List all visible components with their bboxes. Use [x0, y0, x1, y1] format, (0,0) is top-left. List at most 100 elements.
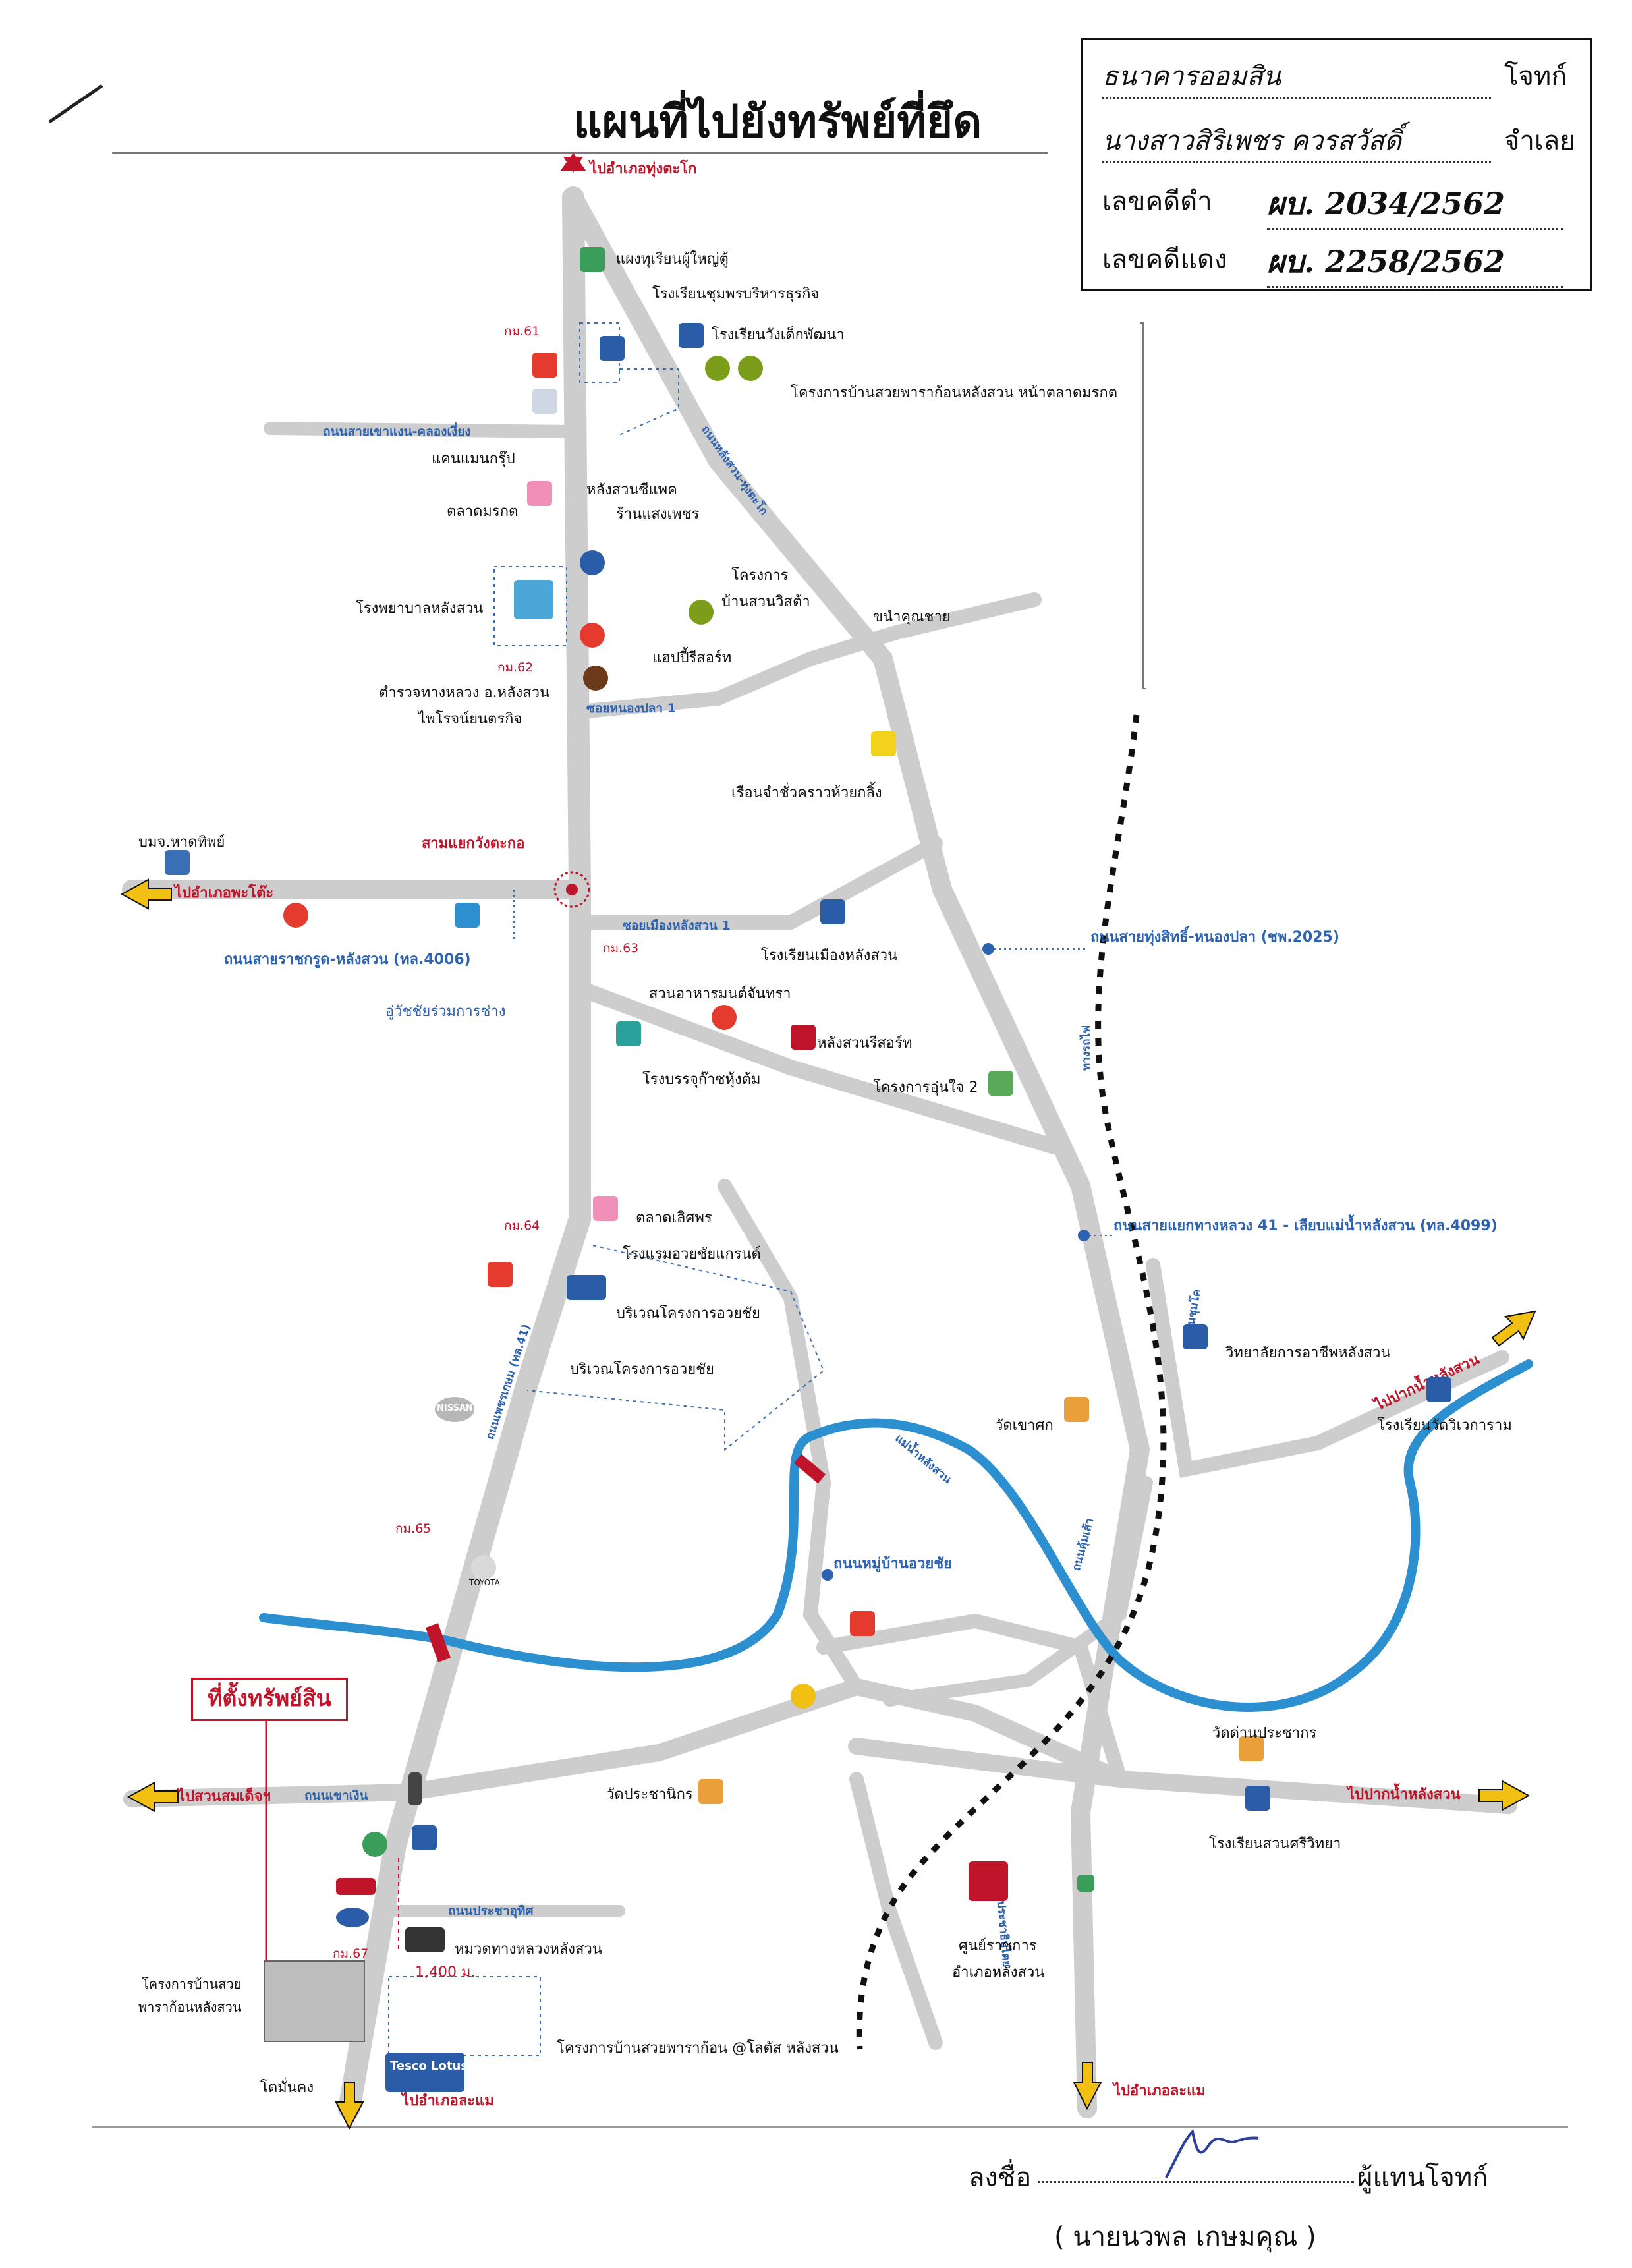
area-hospital — [493, 566, 567, 646]
defendant-label: จำเลย — [1504, 126, 1575, 156]
label-p22: โรงบรรจุก๊าซหุ้งต้ม — [642, 1071, 761, 1088]
road-label-r3: สามแยกวังตะกอ — [422, 836, 525, 852]
traffic-light-icon — [408, 1772, 422, 1805]
label-p9: โครงการ — [731, 567, 789, 584]
map-title: แผนที่ไปยังทรัพย์ที่ยึด — [573, 96, 982, 148]
arrow-bottom-right — [1073, 2062, 1102, 2111]
resort-icon — [791, 1025, 816, 1050]
project-2-icon — [705, 356, 730, 381]
label-p24: ตลาดเลิศพร — [636, 1210, 712, 1226]
company-icon — [165, 850, 190, 875]
sign-label: ลงชื่อ — [969, 2163, 1032, 2193]
area-lotus-project — [388, 1976, 541, 2056]
red-case-label: เลขคดีแดง — [1102, 244, 1227, 275]
brand-sign-icon — [336, 1878, 376, 1895]
market-icon — [527, 481, 552, 506]
label-p3: โรงเรียนวังเด็กพัฒนา — [712, 327, 845, 343]
arrow-southwest — [127, 1781, 179, 1813]
road-label-r2: ซอยหนองปลา 1 — [586, 701, 676, 716]
direction-west: ไปอำเภอพะโต๊ะ — [175, 885, 274, 901]
project-4-icon — [689, 600, 714, 625]
nissan-icon — [435, 1397, 474, 1422]
arrow-northeast — [1491, 1310, 1536, 1347]
road-label-r4: ถนนสายราชกรูด-หลังสวน (ทล.4006) — [224, 951, 471, 968]
garuda-icon — [969, 1861, 1008, 1901]
black-case-label: เลขคดีดำ — [1102, 186, 1212, 217]
police-icon — [583, 666, 608, 691]
label-p25: โรงแรมอวยชัยแกรนด์ — [623, 1246, 761, 1262]
label-p32: วัดประชานิกร — [606, 1786, 693, 1803]
temple-khaosok-icon — [1064, 1397, 1089, 1422]
tesco-lotus-icon — [385, 2053, 464, 2092]
road-label-r8: ถนนหมู่บ้านอวยชัย — [833, 1556, 953, 1572]
road-khaongoen — [123, 1678, 1129, 1807]
label-p5: แคนแมนกรุ๊ป — [432, 451, 515, 467]
label-p17: บมจ.หาดทิพย์ — [138, 834, 225, 851]
label-p2: โรงเรียนชุมพรบริหารธุรกิจ — [652, 286, 820, 302]
case-info-box: ธนาคารออมสิน โจทก์ นางสาวสิริเพชร ควรสวั… — [1081, 38, 1592, 291]
seven-eleven-icon — [1077, 1875, 1094, 1892]
road-dot-r8 — [822, 1569, 833, 1581]
label-p42: NISSAN — [437, 1403, 473, 1413]
km-67: กม.67 — [333, 1946, 369, 1961]
direction-southwest: ไปสวนสมเด็จฯ — [178, 1788, 271, 1805]
school-4-icon — [1183, 1324, 1208, 1349]
label-p29: วัดเขาศก — [995, 1417, 1054, 1434]
road-label-r10: ถนนประชาอุทิศ — [448, 1904, 534, 1918]
gas-station-icon — [580, 623, 605, 648]
bridge-1 — [426, 1623, 451, 1662]
label-p19: อู่วัชชัยร่วมการช่าง — [385, 1004, 506, 1020]
label-p1: แผงทุเรียนผู้ใหญ่ตู้ — [616, 251, 729, 268]
mitsubishi-icon — [488, 1262, 513, 1287]
bank-icon — [455, 903, 480, 928]
junction-dot — [566, 884, 578, 895]
label-p10: บ้านสวนวิสต้า — [721, 594, 810, 610]
car-dealer-icon — [580, 550, 605, 575]
road-label-r5: ซอยเมืองหลังสวน 1 — [623, 919, 731, 933]
school-icon — [679, 323, 704, 348]
gas-plant-icon — [616, 1021, 641, 1046]
label-p7: ร้านแสงเพชร — [616, 506, 700, 523]
label-p13: แฮปปี้รีสอร์ท — [652, 650, 732, 666]
hotel-icon — [567, 1275, 606, 1300]
temple-prachanikorn-icon — [698, 1779, 723, 1804]
road-ouaychai — [718, 1179, 864, 1694]
label-p41: Tesco Lotus — [390, 2059, 468, 2073]
label-p33: โรงเรียนสวนศรีวิทยา — [1209, 1836, 1341, 1852]
black-case-number: ผบ. 2034/2562 — [1267, 180, 1563, 230]
info-row-black-case: เลขคดีดำ ผบ. 2034/2562 — [1102, 180, 1563, 230]
restaurant-icon — [712, 1005, 737, 1030]
label-p18: โรงเรียนเมืองหลังสวน — [761, 948, 898, 964]
label-p14: ตำรวจทางหลวง อ.หลังสวน — [379, 685, 550, 701]
road-label-r14: ทางรถไฟ — [1080, 1025, 1093, 1071]
km-61: กม.61 — [504, 324, 540, 339]
esso-icon — [336, 1908, 369, 1927]
road-label-r9: ถนนเขาเงิน — [304, 1788, 368, 1803]
hospital-icon — [514, 580, 553, 619]
km-62: กม.62 — [497, 660, 534, 675]
road-label-r6: ถนนสายทุ่งสิทธิ์-หนองปลา (ชพ.2025) — [1090, 929, 1339, 946]
shop-icon — [532, 353, 557, 378]
road-khaongaen — [264, 422, 580, 438]
label-p30: โรงเรียนวัดวิเวการาม — [1377, 1417, 1512, 1434]
road-dot-r7 — [1078, 1230, 1090, 1241]
school-6-icon — [1245, 1786, 1270, 1811]
frame-line — [1140, 322, 1146, 689]
car-brand-icon — [532, 389, 557, 414]
road-east-vocational — [1146, 1258, 1509, 1479]
arrow-bottom-left — [335, 2082, 364, 2130]
road-label-r7: ถนนสายแยกทางหลวง 41 - เลียบแม่น้ำหลังสวน… — [1113, 1218, 1498, 1234]
shop-2-icon — [850, 1611, 875, 1636]
pen-mark — [48, 84, 103, 124]
junction-wangtakor — [553, 871, 590, 908]
plaintiff-label: โจทก์ — [1504, 61, 1567, 92]
highway-unit-icon — [405, 1927, 445, 1952]
area-market — [619, 368, 679, 436]
school-5-icon — [1426, 1377, 1451, 1402]
direction-bottom-right: ไปอำเภอละแม — [1113, 2083, 1206, 2099]
direction-bottom-left: ไปอำเภอละแม — [402, 2093, 494, 2109]
arrow-west — [120, 878, 172, 910]
road-label-r1: ถนนสายเขาแงน-คลองเงี่ยง — [323, 424, 471, 439]
market-lertporn-icon — [593, 1196, 618, 1221]
